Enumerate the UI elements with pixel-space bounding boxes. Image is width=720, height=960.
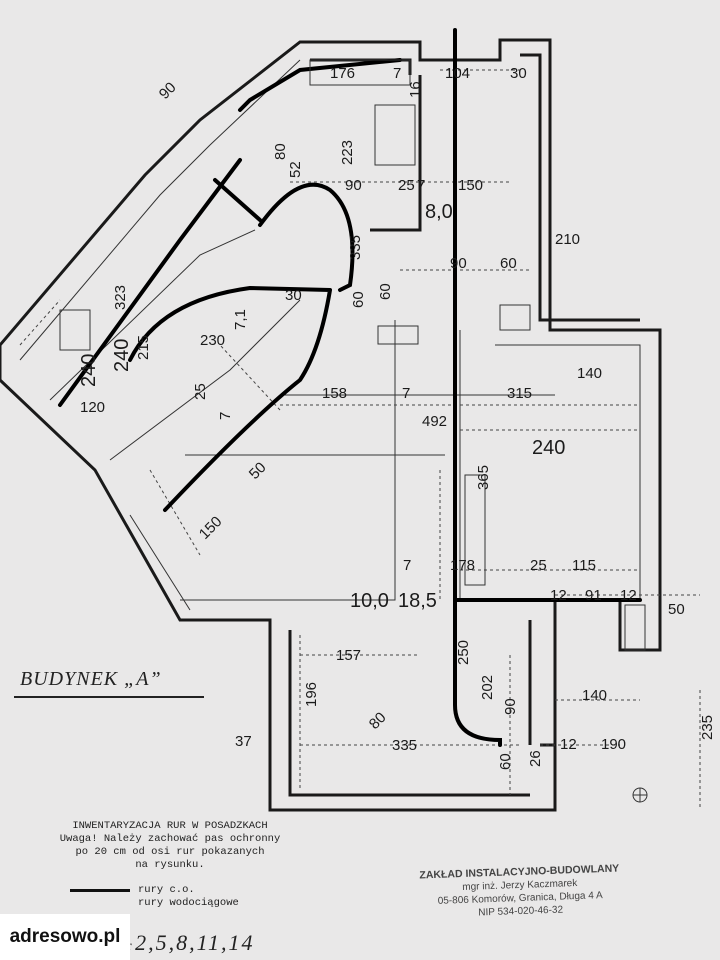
dimension-label: 202	[479, 675, 496, 700]
sheet-number-values: 2,5,8,11,14	[135, 930, 255, 955]
fixture	[624, 604, 646, 651]
dimension-label: 37	[235, 733, 252, 750]
dimension-label: 90	[502, 698, 519, 715]
outer-wall	[0, 38, 662, 812]
dimension-label: 115	[572, 557, 596, 574]
dimension-label: 8,0	[425, 201, 453, 223]
watermark-logo[interactable]: adresowo.pl	[0, 914, 130, 960]
dimension-label: 210	[555, 231, 580, 248]
legend-row-water: rury wodociągowe	[70, 897, 320, 910]
dimension-label: 215	[135, 335, 152, 360]
dimension-label: 7	[402, 385, 410, 402]
legend-note-1: Uwaga! Należy zachować pas ochronny	[59, 833, 281, 845]
dimension-label: 52	[287, 161, 304, 178]
dimension-label: 30	[510, 65, 527, 82]
dimension-label: 12	[620, 587, 637, 604]
inner-wall	[288, 53, 640, 797]
dimension-label: 25	[530, 557, 547, 574]
legend-note-2: po 20 cm od osi rur pokazanych	[75, 846, 265, 858]
fixture	[374, 104, 416, 166]
dimension-label: 335	[347, 235, 364, 260]
dimension-label: 90	[450, 255, 467, 272]
dimension-label: 7	[403, 557, 411, 574]
dimension-label: 335	[392, 737, 417, 754]
fixture	[464, 474, 486, 586]
dimension-label: 104	[445, 65, 470, 82]
dimension-label: 60	[377, 283, 394, 300]
legend: INWENTARYZACJA RUR W POSADZKACH Uwaga! N…	[20, 820, 320, 910]
company-stamp: ZAKŁAD INSTALACYJNO-BUDOWLANY mgr inż. J…	[419, 863, 621, 922]
dimension-label: 365	[475, 465, 492, 490]
dimension-label: 25	[398, 177, 415, 194]
dimension-lines	[19, 69, 701, 810]
dimension-label: 60	[497, 753, 514, 770]
sheet-number: nr 2,5,8,11,14	[120, 930, 255, 956]
dimension-label: 196	[303, 682, 320, 707]
dimension-label: 7	[393, 65, 401, 82]
dimension-label: 140	[582, 687, 607, 704]
dimension-label: 7	[417, 177, 425, 194]
dimension-label: 12	[560, 736, 577, 753]
pipe-run	[58, 28, 642, 747]
dimension-label: 240	[532, 437, 565, 459]
dimension-label: 80	[366, 709, 390, 733]
dimension-label: 235	[699, 715, 716, 740]
dimension-label: 176	[330, 65, 355, 82]
dimension-label: 178	[450, 557, 475, 574]
dimension-label: 492	[422, 413, 447, 430]
legend-note-3: na rysunku.	[135, 859, 205, 871]
dimension-label: 150	[458, 177, 483, 194]
dimension-label: 26	[527, 750, 544, 767]
dimension-label: 50	[668, 601, 685, 618]
legend-water-label: rury wodociągowe	[138, 897, 239, 909]
dimension-label: 80	[272, 143, 289, 160]
dimension-label: 240	[78, 354, 100, 387]
dimension-label: 90	[345, 177, 362, 194]
dimension-label: 10,0	[350, 590, 389, 612]
dimension-label: 150	[196, 513, 226, 543]
dimension-label: 223	[339, 140, 356, 165]
building-label: BUDYNEK „A”	[20, 668, 162, 690]
stove-fixture	[59, 309, 91, 351]
dimension-label: 12	[550, 587, 567, 604]
dimension-label: 25	[192, 383, 209, 400]
building-label-underline	[14, 696, 204, 698]
dimension-label: 230	[200, 332, 225, 349]
dimension-label: 18,5	[398, 590, 437, 612]
dimension-label: 190	[601, 736, 626, 753]
dimension-label: 315	[507, 385, 532, 402]
legend-heating-label: rury c.o.	[138, 884, 195, 896]
dimension-label: 120	[80, 399, 105, 416]
pipe-run-gas	[213, 58, 402, 222]
dimension-label: 16	[407, 81, 424, 98]
legend-row-heating: rury c.o.	[70, 884, 320, 897]
dimension-label: 30	[285, 287, 302, 304]
dimension-label: 158	[322, 385, 347, 402]
dimension-label: 60	[350, 291, 367, 308]
dimension-label: 50	[246, 459, 270, 483]
dimension-label: 323	[112, 285, 129, 310]
dimension-label: 7	[217, 412, 234, 420]
fixture	[309, 59, 411, 86]
dimension-label: 60	[500, 255, 517, 272]
legend-line-solid	[70, 889, 130, 892]
fixture	[499, 304, 531, 331]
dimension-label: 90	[156, 79, 180, 103]
dimension-label: 250	[455, 640, 472, 665]
dimension-label: 7,1	[232, 309, 249, 330]
legend-title: INWENTARYZACJA RUR W POSADZKACH	[72, 820, 268, 832]
dimension-label: 240	[111, 339, 133, 372]
dimension-label: 140	[577, 365, 602, 382]
dimension-label: 91	[585, 587, 602, 604]
fixture	[377, 325, 419, 345]
dimension-label: 157	[336, 647, 361, 664]
